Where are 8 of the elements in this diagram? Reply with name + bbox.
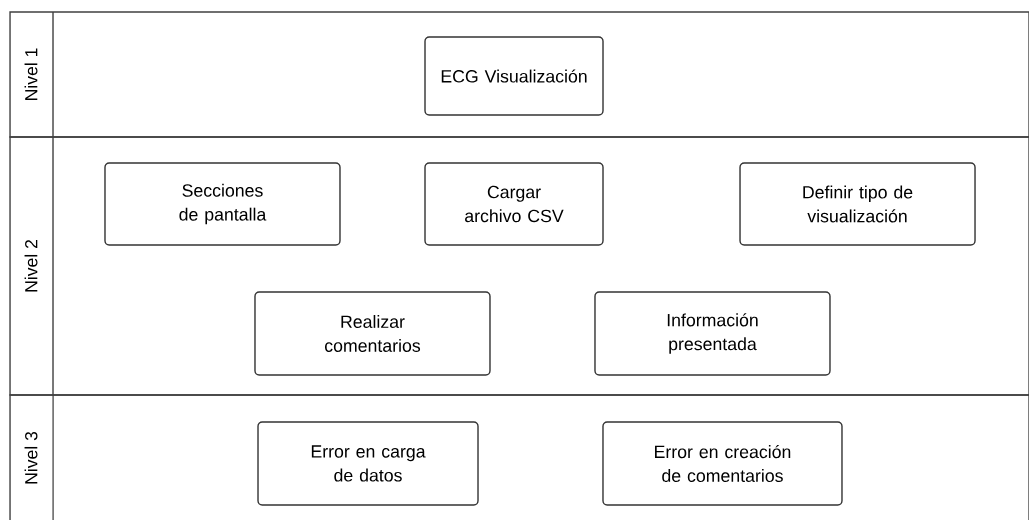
process-box: Error en carga de datos [257, 421, 479, 506]
process-box: Realizar comentarios [254, 291, 491, 376]
process-box: Error en creación de comentarios [602, 421, 843, 506]
process-box: Información presentada [594, 291, 831, 376]
process-box: ECG Visualización [424, 36, 604, 116]
process-box: Cargar archivo CSV [424, 162, 604, 246]
process-box: Definir tipo de visualización [739, 162, 976, 246]
process-box: Secciones de pantalla [104, 162, 341, 246]
